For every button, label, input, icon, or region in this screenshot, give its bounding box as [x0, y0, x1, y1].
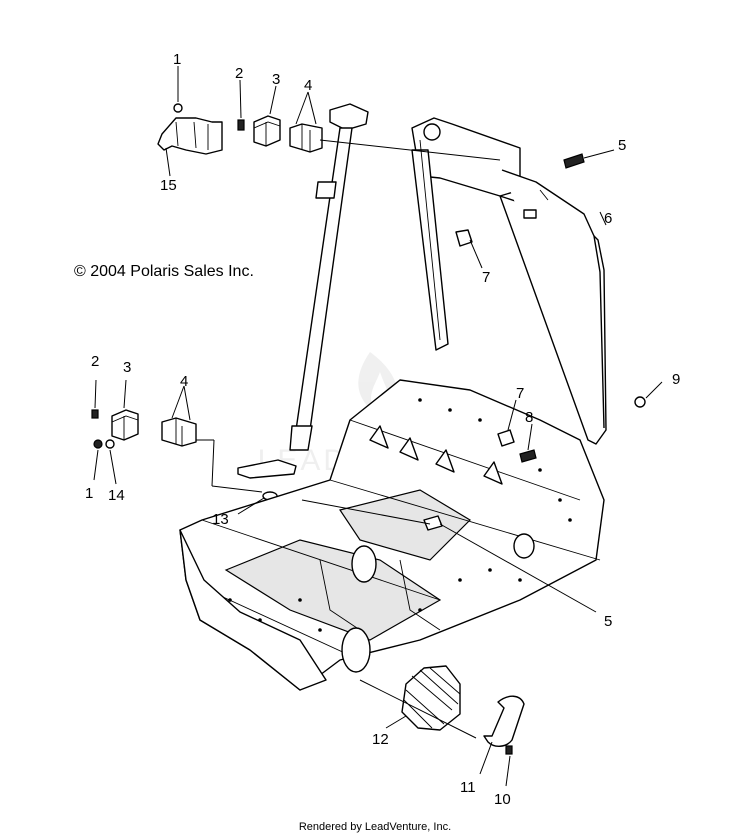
part-11-clamp-ring[interactable] — [483, 695, 525, 747]
part-14-washer[interactable] — [105, 439, 115, 449]
main-frame[interactable] — [179, 379, 605, 691]
callout-12: 12 — [372, 731, 389, 748]
part-6-rollbar[interactable] — [411, 117, 607, 445]
leader-lines — [93, 66, 663, 787]
copyright-text: © 2004 Polaris Sales Inc. — [74, 263, 254, 280]
callout-7-mid: 7 — [516, 385, 524, 402]
part-5-bolt-top[interactable] — [563, 153, 585, 169]
callout-8: 8 — [525, 409, 533, 426]
callout-1-top: 1 — [173, 51, 181, 68]
callouts: 1 2 3 4 5 6 7 15 2 3 4 1 14 7 8 9 13 5 1… — [85, 51, 680, 808]
part-4-clamp-mid[interactable] — [161, 417, 197, 447]
callout-14: 14 — [108, 487, 125, 504]
callout-5-mid: 5 — [604, 613, 612, 630]
callout-10: 10 — [494, 791, 511, 808]
footer-text: Rendered by LeadVenture, Inc. — [299, 821, 451, 833]
part-9-nut[interactable] — [634, 396, 646, 408]
callout-6: 6 — [604, 210, 612, 227]
callout-13: 13 — [212, 511, 229, 528]
part-2-screw-top[interactable] — [237, 119, 245, 131]
callout-1-mid: 1 — [85, 485, 93, 502]
callout-15: 15 — [160, 177, 177, 194]
callout-9: 9 — [672, 371, 680, 388]
part-7-clip-mid[interactable] — [497, 429, 515, 447]
callout-7-top: 7 — [482, 269, 490, 286]
part-10-screw[interactable] — [505, 745, 513, 755]
callout-2-top: 2 — [235, 65, 243, 82]
callout-5-top: 5 — [618, 137, 626, 154]
part-1-nut-mid[interactable] — [93, 439, 103, 449]
callout-2-mid: 2 — [91, 353, 99, 370]
callout-4-mid: 4 — [180, 373, 188, 390]
part-1-nut-top[interactable] — [173, 103, 183, 113]
part-3-clamp-mid[interactable] — [111, 409, 139, 441]
callout-4-top: 4 — [304, 77, 312, 94]
part-7-clip-top[interactable] — [455, 229, 473, 247]
part-4-clamp-top[interactable] — [289, 123, 323, 153]
steering-column[interactable] — [237, 103, 369, 501]
callout-11: 11 — [460, 779, 476, 796]
part-5-bolt-mid[interactable] — [423, 515, 443, 531]
part-2-screw-mid[interactable] — [91, 409, 99, 419]
callout-3-mid: 3 — [123, 359, 131, 376]
callout-3-top: 3 — [272, 71, 280, 88]
part-3-clamp-top[interactable] — [253, 115, 281, 147]
part-8-bolt[interactable] — [519, 449, 537, 463]
part-15-bracket[interactable] — [157, 117, 223, 155]
